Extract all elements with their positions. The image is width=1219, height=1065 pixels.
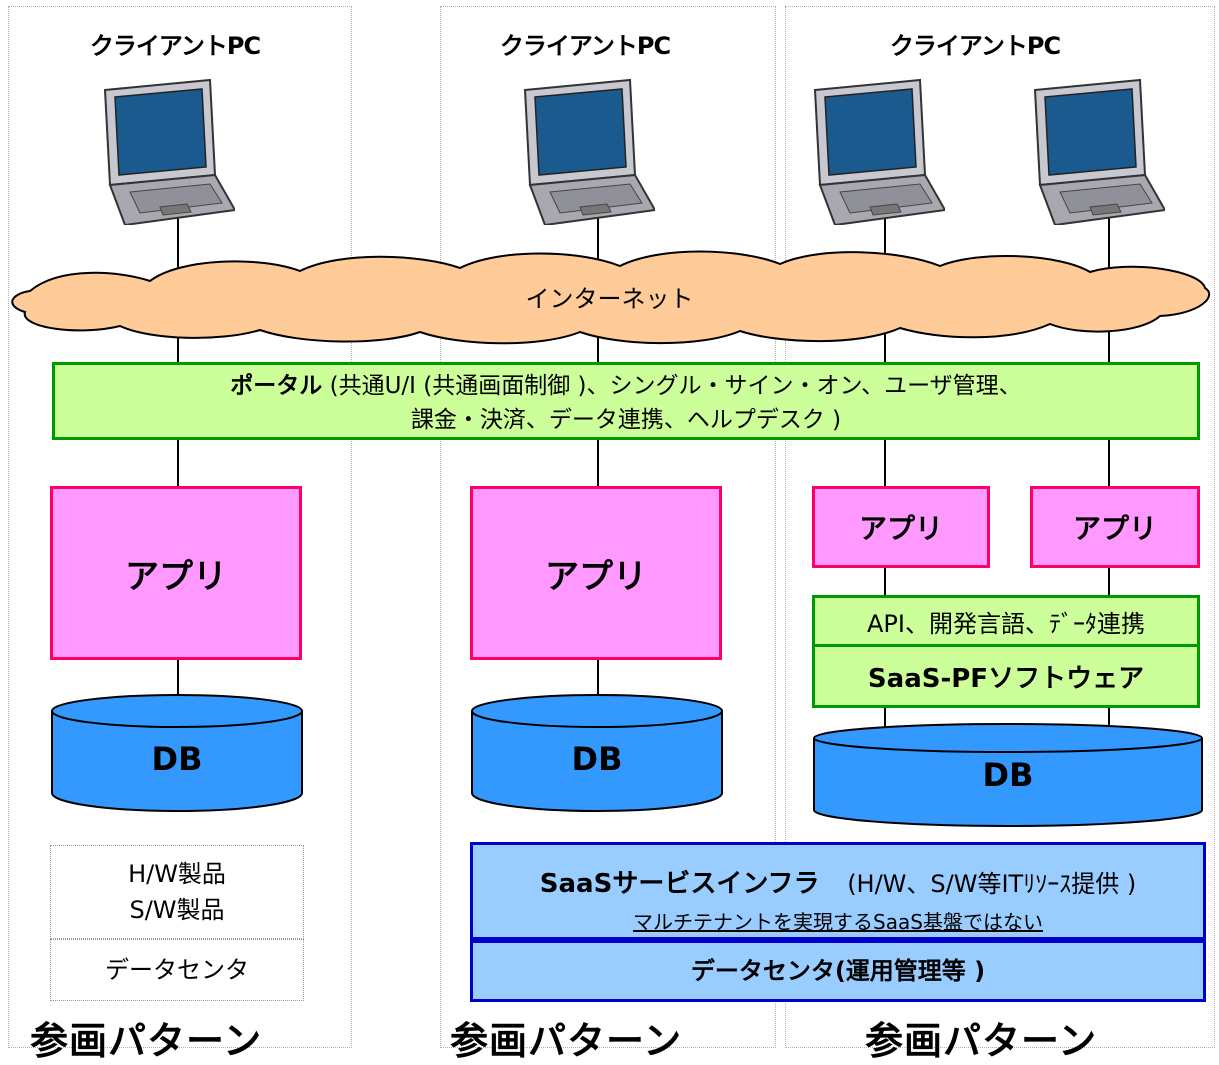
datacenter-box-left: データセンタ (50, 939, 304, 1001)
datacenter-box-right: データセンタ(運用管理等 ) (470, 940, 1206, 1002)
datacenter-label-left: データセンタ (105, 956, 249, 984)
laptop-icon (103, 78, 235, 225)
sw-products-label: S/W製品 (129, 896, 225, 924)
app-box-3: アプリ (812, 486, 990, 568)
db-label: DB (982, 756, 1034, 794)
connector-line-2 (597, 200, 599, 710)
products-box: H/W製品 S/W製品 (50, 845, 304, 939)
portal-line-1: ポータル (共通U/I (共通画面制御 )、シングル・サイン・オン、ユーザ管理、 (55, 369, 1197, 403)
app-label: アプリ (1072, 512, 1157, 545)
portal-description-2: 課金・決済、データ連携、ヘルプデスク ) (410, 407, 842, 433)
column-frame-3 (785, 6, 1215, 1048)
column-frame-2 (440, 6, 776, 1048)
portal-description-1: (共通U/I (共通画面制御 )、シングル・サイン・オン、ユーザ管理、 (329, 373, 1022, 399)
portal-title: ポータル (230, 373, 323, 399)
client-pc-label-1: クライアントPC (89, 32, 261, 60)
saas-infra-detail: (H/W、S/W等ITﾘｿｰｽ提供 ) (847, 870, 1137, 898)
saas-infra-box: SaaSサービスインフラ (H/W、S/W等ITﾘｿｰｽ提供 ) マルチテナント… (470, 842, 1206, 940)
laptop-icon (813, 78, 945, 225)
app-box-1: アプリ (50, 486, 302, 660)
api-box: API、開発言語、ﾃﾞｰﾀ連携 (812, 595, 1200, 647)
client-pc-label-2: クライアントPC (499, 32, 671, 60)
laptop-icon (523, 78, 655, 225)
db-cylinder (471, 694, 723, 812)
saas-pf-box: SaaS-PFソフトウェア (812, 644, 1200, 708)
portal-bar: ポータル (共通U/I (共通画面制御 )、シングル・サイン・オン、ユーザ管理、… (52, 362, 1200, 440)
datacenter-label-right: データセンタ(運用管理等 ) (690, 957, 986, 985)
db-label: DB (571, 740, 623, 778)
pattern-label-2: 参画パターン (450, 1019, 683, 1063)
app-label: アプリ (125, 556, 227, 597)
db-cylinder (51, 694, 303, 812)
internet-cloud (11, 250, 1211, 345)
hw-products-label: H/W製品 (128, 860, 226, 888)
connector-line-3 (884, 200, 886, 740)
db-label: DB (151, 740, 203, 778)
saas-infra-title: SaaSサービスインフラ (539, 869, 820, 899)
app-label: アプリ (545, 556, 647, 597)
internet-label: インターネット (525, 285, 694, 313)
connector-line-1 (177, 200, 179, 710)
saas-pf-label: SaaS-PFソフトウェア (867, 663, 1145, 694)
api-label: API、開発言語、ﾃﾞｰﾀ連携 (867, 609, 1145, 638)
app-box-2: アプリ (470, 486, 722, 660)
pattern-label-1: 参画パターン (30, 1019, 263, 1063)
saas-infra-line: SaaSサービスインフラ (H/W、S/W等ITﾘｿｰｽ提供 ) (473, 863, 1203, 900)
client-pc-label-3: クライアントPC (889, 32, 1061, 60)
db-cylinder (813, 723, 1203, 827)
connector-line-4 (1108, 200, 1110, 740)
laptop-icon (1033, 78, 1165, 225)
app-box-4: アプリ (1030, 486, 1200, 568)
pattern-label-3: 参画パターン (865, 1019, 1098, 1063)
saas-infra-note: マルチテナントを実現するSaaS基盤ではない (633, 910, 1043, 934)
app-label: アプリ (858, 512, 943, 545)
column-frame-1 (8, 6, 352, 1048)
